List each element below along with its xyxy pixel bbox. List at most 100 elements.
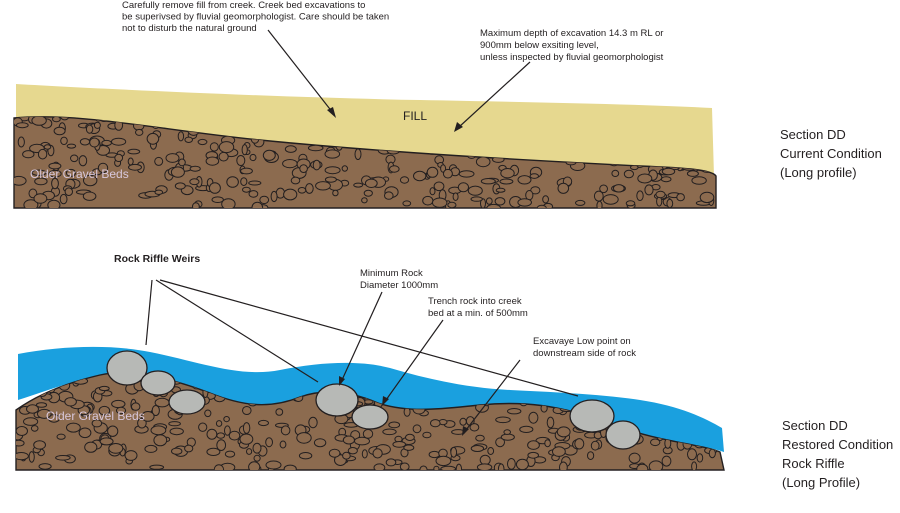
pebble (128, 163, 142, 171)
rock (106, 350, 148, 386)
pebble (31, 169, 47, 176)
low-point-leader (465, 359, 521, 431)
caption-line: Section DD (780, 127, 846, 142)
pebble (413, 170, 427, 182)
pebble (701, 400, 712, 406)
pebble (56, 433, 66, 440)
pebble (469, 423, 480, 432)
pebble (628, 452, 641, 464)
pebble (15, 122, 29, 129)
pebble (165, 153, 180, 163)
pebble (452, 192, 459, 201)
pebble (98, 405, 111, 416)
pebble (280, 425, 291, 436)
pebble (650, 438, 661, 447)
note-line: not to disturb the natural ground (122, 23, 257, 34)
pebble (48, 162, 62, 170)
pebble (649, 386, 658, 394)
pebble (450, 446, 458, 458)
pebble (206, 428, 218, 440)
pebble (51, 177, 59, 190)
pebble (150, 425, 167, 436)
pebble (487, 447, 495, 455)
pebble (151, 405, 160, 416)
pebble (571, 372, 584, 379)
caption-line: (Long profile) (780, 165, 857, 180)
fill-removal-note: Carefully remove fill from creek. Creek … (122, 0, 392, 34)
rock (315, 383, 359, 417)
pebble (480, 178, 496, 185)
pebble (713, 414, 724, 423)
note-line: Excavaye Low point on (533, 336, 631, 347)
pebble (559, 461, 568, 470)
pebble (154, 189, 164, 196)
note-line: be superivsed by fluvial geomorphologist… (122, 12, 389, 23)
pebble (372, 448, 383, 459)
minimum-rock-note: Minimum Rock Diameter 1000mm (360, 268, 438, 291)
caption-line: Section DD (782, 418, 848, 433)
pebble (16, 452, 29, 461)
fill-label: FILL (403, 109, 427, 123)
pebble (114, 153, 124, 162)
pebble (65, 168, 77, 177)
pebble (28, 451, 35, 463)
pebble (676, 193, 685, 202)
pebble (23, 199, 39, 208)
pebble (153, 434, 168, 447)
pebble (382, 428, 397, 436)
pebble (596, 200, 603, 208)
pebble (64, 187, 74, 196)
pebble (515, 458, 529, 470)
pebble (686, 170, 699, 177)
pebble (528, 411, 539, 424)
pebble (253, 454, 261, 462)
pebble (708, 448, 716, 459)
pebble (184, 136, 193, 144)
pebble (533, 372, 541, 380)
pebble (223, 416, 230, 423)
pebble (666, 198, 674, 208)
pebble (385, 458, 397, 467)
pebble (475, 434, 485, 442)
pebble (307, 144, 324, 152)
pebble (609, 372, 620, 378)
pebble (644, 184, 654, 196)
pebble (127, 148, 141, 155)
pebble (599, 184, 608, 194)
pebble (332, 189, 339, 197)
pebble (108, 443, 124, 454)
pebble (432, 197, 448, 208)
pebble (171, 447, 183, 455)
pebble (696, 453, 704, 463)
pebble (699, 191, 715, 204)
pebble (98, 385, 110, 392)
pebble (426, 166, 439, 178)
pebble (60, 116, 70, 121)
pebble (459, 417, 467, 426)
pebble (556, 426, 571, 438)
pebble (361, 449, 368, 459)
pebble (405, 433, 415, 441)
pebble (206, 447, 221, 456)
pebble (470, 445, 485, 452)
pebble (527, 440, 540, 450)
pebble (648, 460, 664, 470)
pebble (228, 430, 241, 441)
pebble (578, 377, 585, 384)
pebble (324, 176, 337, 183)
pebble (78, 155, 88, 167)
pebble (433, 181, 445, 192)
arrowhead-icon (462, 426, 469, 436)
pebble (517, 198, 533, 207)
pebble (14, 175, 27, 186)
trench-rock-note: Trench rock into creek bed at a min. of … (428, 296, 528, 319)
pebble (66, 422, 81, 433)
pebble (308, 416, 318, 429)
rock-riffle-weir-3 (569, 399, 641, 450)
pebble (691, 461, 698, 470)
pebble (363, 189, 373, 197)
weirs-leader-lines (145, 279, 579, 397)
pebble (447, 201, 457, 208)
pebble (687, 400, 704, 409)
pebble (362, 429, 374, 439)
